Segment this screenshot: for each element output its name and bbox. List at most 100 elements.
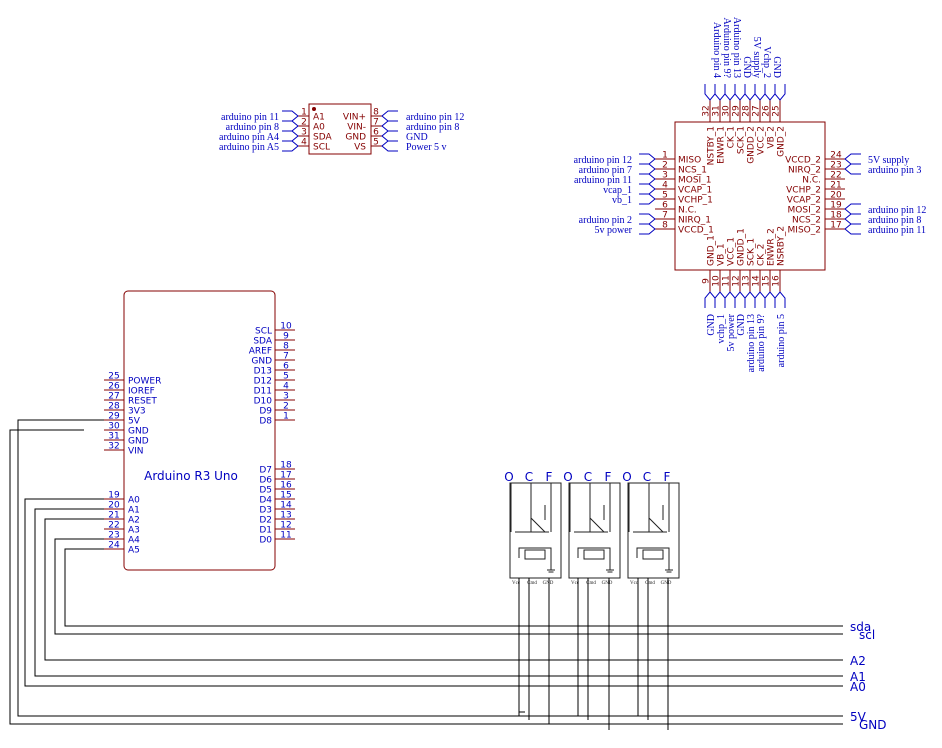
pin-name: D7: [259, 466, 272, 476]
pin-name: VCAP_1: [678, 186, 712, 196]
module-pin-label: GND: [543, 581, 554, 586]
pin-number: 15: [280, 491, 291, 501]
switch-contact: [589, 505, 605, 533]
pin-name: GND: [345, 133, 366, 143]
pin-number: 31: [108, 432, 119, 442]
bus-wire: [34, 508, 843, 677]
terminal-label: O: [504, 470, 513, 484]
pin-name: VIN+: [343, 113, 366, 123]
net-label: arduino pin 11: [574, 175, 632, 186]
module-pin-label: Vcc: [630, 581, 639, 586]
bus-label-scl: scl: [859, 628, 875, 642]
pin-name: A4: [128, 536, 140, 546]
net-flag: [764, 291, 776, 308]
module-pin-label: Cmd: [645, 581, 655, 586]
bus-label-sda: sda: [850, 620, 871, 634]
bus-label-a0: A0: [850, 680, 866, 694]
net-flag: [714, 84, 726, 101]
net-label: arduino pin A5: [219, 142, 279, 153]
net-flag: [764, 84, 776, 101]
pin-name: SCK_1: [747, 238, 757, 266]
pin-name: ENWR_1: [717, 126, 727, 164]
pin-number: 8: [283, 342, 289, 352]
terminal-label: F: [546, 470, 553, 484]
net-label: arduino pin A4: [219, 132, 279, 143]
net-label: Vchp_2: [761, 46, 772, 78]
pin-number: 11: [280, 531, 291, 541]
pin-number: 2: [662, 161, 668, 171]
bus-wire: [54, 538, 843, 635]
net-label: arduino pin 5: [776, 314, 787, 367]
pin-name: D1: [259, 526, 272, 536]
net-label: GND: [406, 132, 428, 143]
net-flag: [704, 291, 716, 308]
net-flag: [844, 163, 861, 175]
net-label: arduino pin 11: [868, 225, 926, 236]
pin-name: VCC_2: [757, 126, 767, 155]
module-pin-label: Vcc: [512, 581, 521, 586]
bus-label-gnd: GND: [859, 718, 887, 732]
net-label: arduino pin 2: [579, 215, 632, 226]
net-label: 5v power: [726, 313, 737, 351]
pin-number: 21: [108, 511, 119, 521]
switch-contact: [648, 505, 664, 533]
net-flag: [381, 110, 398, 122]
pin-number: 12: [732, 275, 742, 286]
pin-name: VCHP_1: [678, 196, 713, 206]
switch-contact: [530, 505, 546, 533]
relay-coil: [583, 549, 605, 560]
terminal-label: C: [584, 470, 592, 484]
pin-name: D0: [259, 536, 272, 546]
net-label: GND: [771, 56, 782, 78]
pin-name: NIRQ_1: [678, 216, 711, 226]
net-flag: [734, 291, 746, 308]
net-flag: [282, 140, 299, 152]
net-label: Arduino pin 4: [711, 22, 722, 78]
pin-number: 23: [108, 531, 119, 541]
pin-name: VCC_1: [727, 237, 737, 266]
pin-number: 29: [108, 412, 120, 422]
pin-number: 25: [108, 372, 119, 382]
pin-number: 3: [301, 128, 307, 138]
net-flag: [381, 130, 398, 142]
pin-name: SCK_1: [737, 126, 747, 154]
pin-name: A1: [313, 113, 325, 123]
pin-name: IOREF: [128, 387, 155, 397]
pin-name: N.C.: [678, 206, 697, 216]
net-label: arduino pin 3: [868, 165, 921, 176]
pin-number: 24: [108, 541, 120, 551]
pin-name: A0: [128, 496, 140, 506]
net-flag: [844, 213, 861, 225]
ground-symbol: [665, 556, 673, 573]
net-label: 5V supply: [751, 37, 762, 78]
net-flag: [774, 291, 786, 308]
net-flag: [714, 291, 726, 308]
net-label: arduino pin 11: [221, 112, 279, 123]
module-pin-label: Cmd: [527, 581, 537, 586]
pin-number: 17: [830, 221, 841, 231]
pin-name: RESET: [128, 397, 157, 407]
net-flag: [282, 120, 299, 132]
net-flag: [734, 84, 746, 101]
net-flag: [844, 223, 861, 235]
pin-name: VIN: [128, 447, 144, 457]
ground-symbol: [547, 556, 555, 573]
net-flag: [639, 153, 656, 165]
pin-number: 5: [662, 191, 668, 201]
pin-name: A1: [128, 506, 140, 516]
relay-coil: [642, 549, 664, 560]
net-flag: [639, 173, 656, 185]
ground-symbol: [606, 556, 614, 573]
net-label: arduino pin 12: [574, 155, 632, 166]
net-flag: [774, 84, 786, 101]
pin-name: D11: [254, 387, 272, 397]
pin-name: GND: [128, 427, 149, 437]
pin-name: A0: [313, 123, 325, 133]
bus-label-a1: A1: [850, 670, 866, 684]
net-flag: [744, 84, 756, 101]
pin-number: 7: [283, 352, 289, 362]
